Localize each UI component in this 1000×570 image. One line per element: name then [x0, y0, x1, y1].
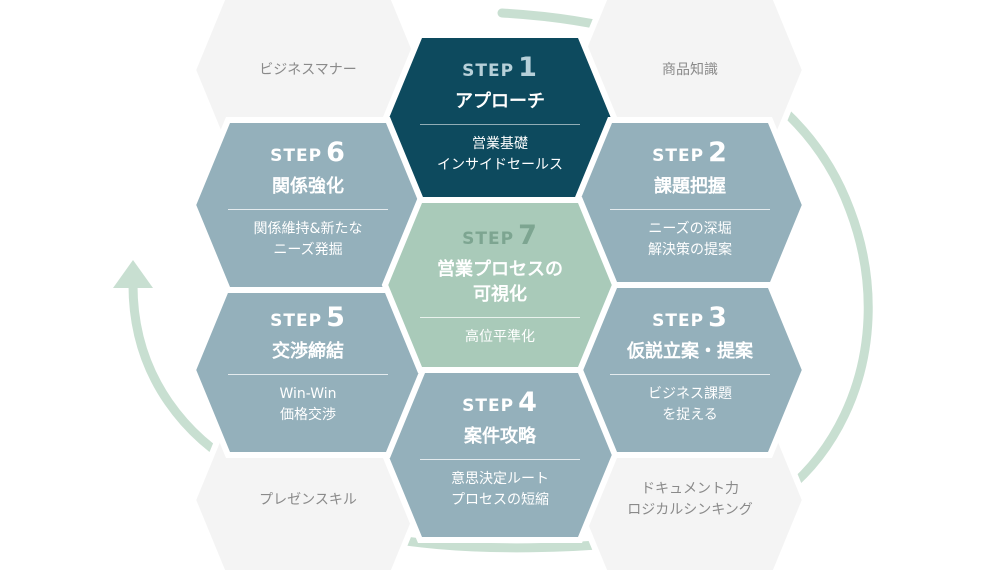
step-word: STEP — [652, 146, 705, 166]
side-skill-line: ロジカルシンキング — [627, 502, 753, 518]
step-description-line: 意思決定ルート — [451, 471, 549, 487]
step-number: 1 — [518, 52, 538, 83]
step-number: 5 — [326, 302, 346, 333]
step-title-line: 案件攻略 — [464, 426, 536, 447]
step-divider — [420, 124, 580, 125]
step-divider — [420, 317, 580, 318]
step-description-line: を捉える — [662, 407, 718, 423]
step-title-line: 交渉締結 — [272, 341, 344, 362]
step-title: アプローチ — [455, 89, 545, 114]
step-title-line: 関係強化 — [272, 176, 344, 197]
step-description-line: ニーズの深堀 — [648, 221, 732, 237]
step-description: ニーズの深堀解決策の提案 — [648, 219, 732, 261]
side-skill-4-label: ドキュメント力ロジカルシンキング — [595, 479, 785, 521]
step-title: 仮説立案・提案 — [627, 339, 753, 364]
step-word: STEP — [462, 396, 515, 416]
step-title-line: 営業プロセスの — [437, 259, 563, 280]
step-title-line: アプローチ — [455, 91, 545, 112]
step-description-line: ニーズ発掘 — [273, 242, 343, 258]
side-skill-2-label: 商品知識 — [595, 60, 785, 81]
side-skill-line: ドキュメント力 — [641, 481, 739, 497]
step-title: 案件攻略 — [464, 424, 536, 449]
step-description: ビジネス課題を捉える — [648, 384, 732, 426]
step-description-line: プロセスの短縮 — [451, 492, 549, 508]
step-divider — [228, 209, 388, 210]
step-description-line: ビジネス課題 — [648, 386, 732, 402]
step-title-line: 仮説立案・提案 — [627, 341, 753, 362]
step-divider — [228, 374, 388, 375]
side-skill-line: 商品知識 — [662, 61, 718, 78]
step-title-line: 課題把握 — [654, 176, 726, 197]
side-skill-1-label: ビジネスマナー — [213, 60, 403, 81]
step-divider — [610, 374, 770, 375]
step-description-line: インサイドセールス — [437, 157, 563, 173]
step-word: STEP — [270, 311, 323, 331]
step-description-line: Win-Win — [279, 386, 337, 402]
step-number: 3 — [708, 302, 728, 333]
step-title: 交渉締結 — [272, 339, 344, 364]
step-title: 課題把握 — [654, 174, 726, 199]
step-title: 営業プロセスの可視化 — [437, 257, 563, 307]
step-description: 高位平準化 — [465, 327, 535, 348]
step-title-line: 可視化 — [473, 284, 527, 305]
step-divider — [610, 209, 770, 210]
step-description-line: 関係維持&新たな — [253, 221, 363, 237]
step-divider — [420, 459, 580, 460]
step-word: STEP — [652, 311, 705, 331]
side-skill-line: プレゼンスキル — [259, 491, 357, 508]
step-description-line: 高位平準化 — [465, 329, 535, 345]
step-7-hex — [381, 197, 619, 373]
step-description-line: 価格交渉 — [280, 407, 336, 423]
cycle-arrowhead — [113, 260, 153, 288]
side-skill-3-label: プレゼンスキル — [213, 490, 403, 511]
step-title: 関係強化 — [272, 174, 344, 199]
side-skill-line: ビジネスマナー — [259, 61, 357, 78]
step-number: 6 — [326, 137, 346, 168]
step-word: STEP — [462, 229, 515, 249]
step-description-line: 解決策の提案 — [648, 242, 732, 258]
step-description: Win-Win 価格交渉 — [279, 384, 336, 426]
step-description: 意思決定ルートプロセスの短縮 — [451, 469, 549, 511]
step-description: 関係維持&新たなニーズ発掘 — [254, 219, 363, 261]
step-number: 7 — [518, 220, 538, 251]
step-number: 4 — [518, 387, 538, 418]
step-description-line: 営業基礎 — [472, 136, 528, 152]
step-word: STEP — [270, 146, 323, 166]
step-word: STEP — [462, 61, 515, 81]
step-description: 営業基礎インサイドセールス — [437, 134, 563, 176]
step-number: 2 — [708, 137, 728, 168]
